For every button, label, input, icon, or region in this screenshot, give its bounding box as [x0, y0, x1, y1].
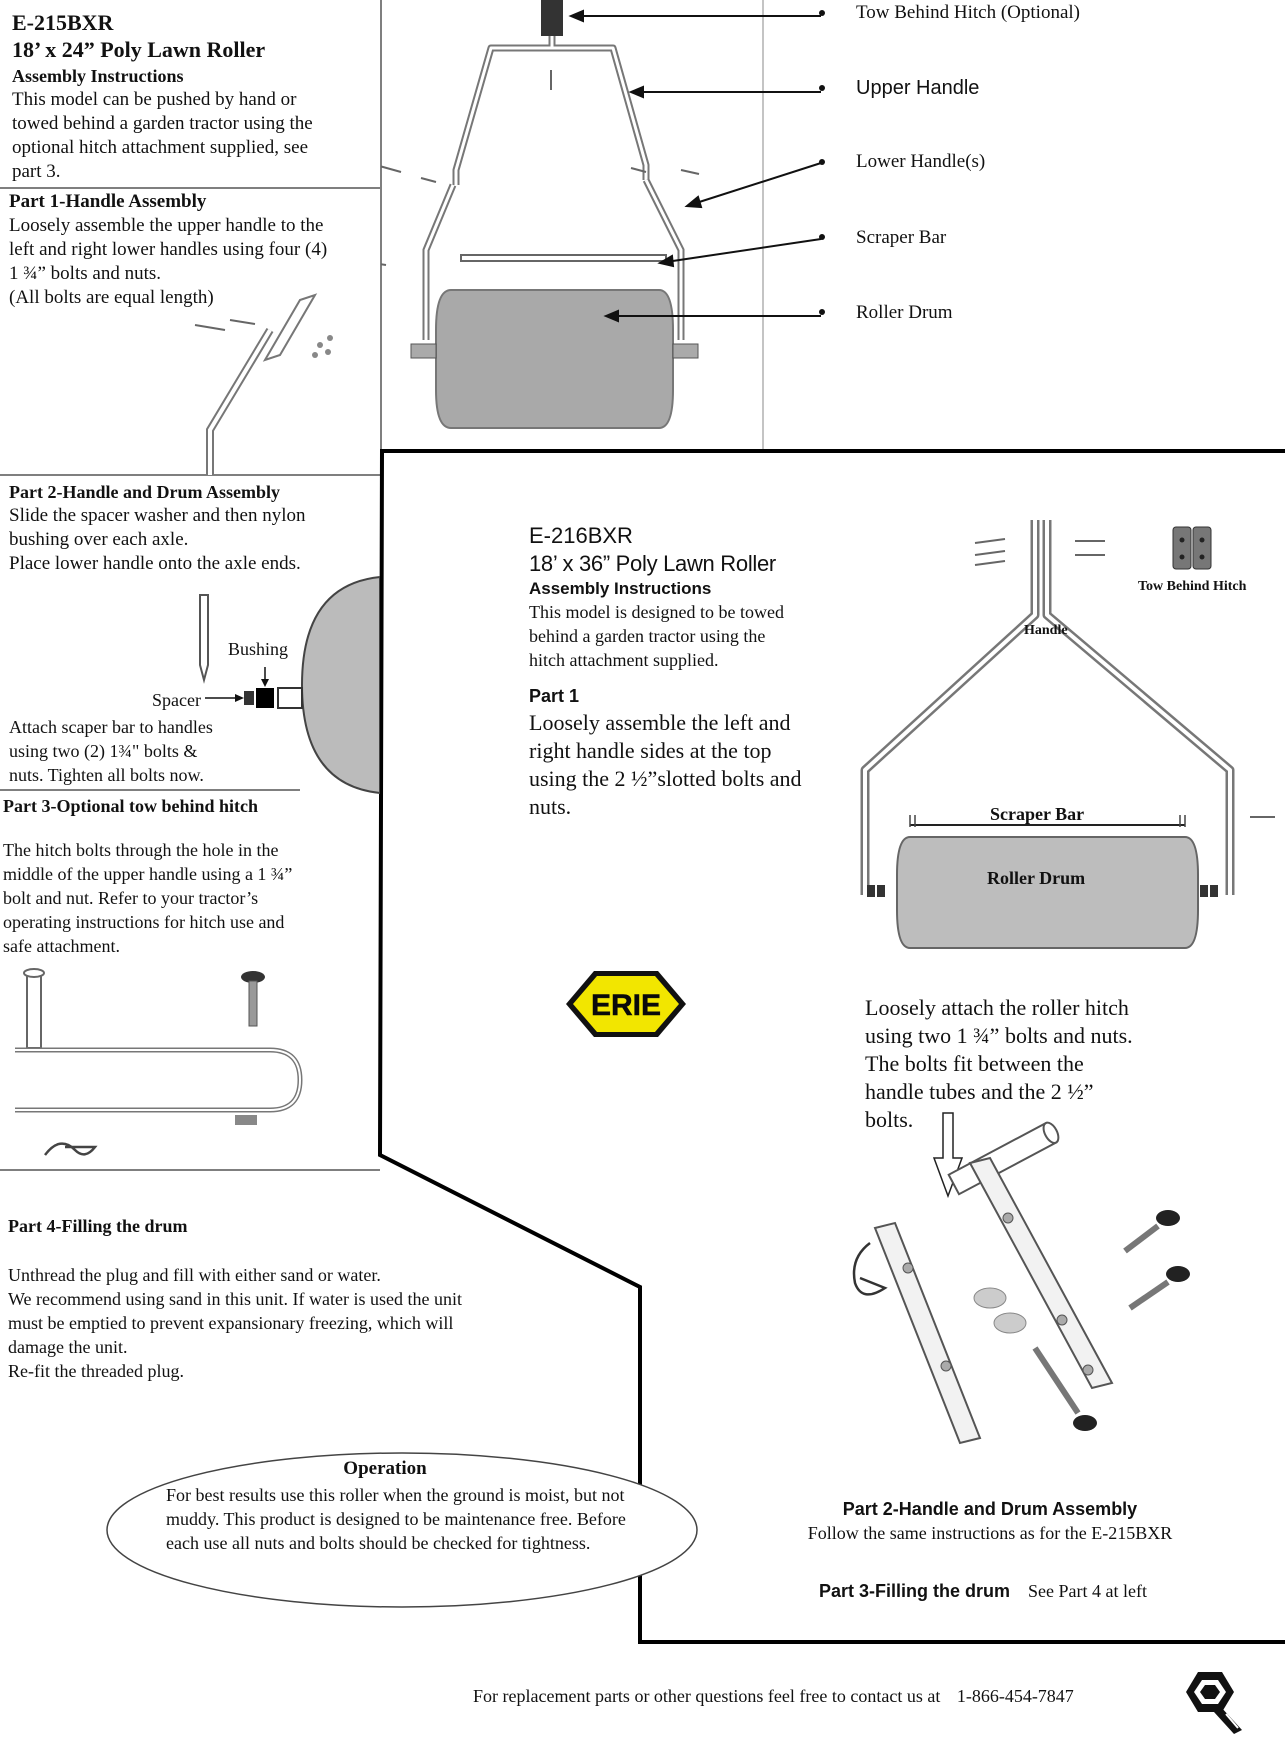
wrench-nut-icon [1186, 1672, 1242, 1734]
e215-title: 18’ x 24” Poly Lawn Roller [12, 37, 266, 62]
part3-line: middle of the upper handle using a 1 ¾” [3, 864, 293, 884]
operation-line: For best results use this roller when th… [166, 1485, 625, 1505]
e215-roller-diagram [381, 0, 825, 429]
part3-line: The hitch bolts through the hole in the [3, 840, 279, 860]
e216-hitch-illustration [852, 1112, 1190, 1445]
label-lower-handles: Lower Handle(s) [856, 151, 986, 172]
label-roller-drum: Roller Drum [856, 302, 953, 323]
e216-hitch-line: handle tubes and the 2 ½” [865, 1079, 1094, 1104]
part3-hitch-illustration [15, 968, 303, 1156]
e216-header: E-216BXR 18’ x 36” Poly Lawn Roller Asse… [529, 522, 859, 672]
scraper-note-line: nuts. Tighten all bolts now. [9, 765, 204, 785]
e216-hitch-line: The bolts fit between the [865, 1051, 1084, 1076]
e216-intro-line: behind a garden tractor using the [529, 626, 766, 646]
e216-hitch-line: using two 1 ¾” bolts and nuts. [865, 1023, 1133, 1048]
part4-line: must be emptied to prevent expansionary … [8, 1313, 454, 1333]
e216-label-roller-drum: Roller Drum [987, 868, 1086, 888]
part1-heading: Part 1-Handle Assembly [9, 191, 207, 212]
part2-line: bushing over each axle. [9, 529, 189, 550]
e216-part1-heading: Part 1 [529, 686, 580, 706]
e215-subtitle: Assembly Instructions [12, 66, 184, 86]
part3-line: safe attachment. [3, 936, 120, 956]
scraper-note-line: using two (2) 1¾" bolts & [9, 741, 198, 761]
e216-hitch-line: Loosely attach the roller hitch [865, 995, 1129, 1020]
e216-part2-heading: Part 2-Handle and Drum Assembly [842, 1499, 1138, 1519]
e216-intro-line: This model is designed to be towed [529, 602, 784, 622]
scraper-bar-note: Attach scaper bar to handles using two (… [9, 715, 269, 787]
part2-line: Slide the spacer washer and then nylon [9, 505, 306, 526]
e216-part3: Part 3-Filling the drum See Part 4 at le… [819, 1579, 1147, 1603]
e216-part1-line: nuts. [529, 794, 572, 819]
operation-heading: Operation [343, 1458, 427, 1479]
part3-text: The hitch bolts through the hole in the … [3, 838, 373, 958]
part1-section: Part 1-Handle Assembly Loosely assemble … [9, 190, 379, 310]
part4-heading: Part 4-Filling the drum [8, 1216, 188, 1236]
part2-section: Part 2-Handle and Drum Assembly Slide th… [9, 480, 379, 576]
part1-line: 1 ¾” bolts and nuts. [9, 263, 161, 284]
e215-intro-line: towed behind a garden tractor using the [12, 113, 313, 134]
part3-line: operating instructions for hitch use and [3, 912, 285, 932]
e215-intro-line: optional hitch attachment supplied, see [12, 137, 309, 158]
part1-line: Loosely assemble the upper handle to the [9, 215, 324, 236]
hitch-block [541, 0, 563, 36]
logo-text: ERIE [591, 989, 661, 1022]
e216-hitch-text: Loosely attach the roller hitch using tw… [865, 994, 1195, 1134]
e216-model: E-216BXR [529, 523, 633, 548]
part2-line: Place lower handle onto the axle ends. [9, 553, 301, 574]
e215-intro-line: This model can be pushed by hand or [12, 89, 297, 110]
scraper-note-line: Attach scaper bar to handles [9, 717, 213, 737]
erie-logo: ERIE [566, 971, 686, 1037]
part1-line: (All bolts are equal length) [9, 287, 214, 308]
part4-line: Unthread the plug and fill with either s… [8, 1265, 381, 1285]
e216-part1-line: right handle sides at the top [529, 738, 772, 763]
part3-heading: Part 3-Optional tow behind hitch [3, 796, 259, 816]
operation-line: muddy. This product is designed to be ma… [166, 1509, 626, 1529]
label-hitch: Tow Behind Hitch (Optional) [856, 2, 1080, 23]
part1-line: left and right lower handles using four … [9, 239, 328, 260]
part4-line: Re-fit the threaded plug. [8, 1361, 184, 1381]
label-scraper-bar: Scraper Bar [856, 227, 947, 248]
e215-model: E-215BXR [12, 10, 114, 35]
e216-roller-diagram [860, 520, 1275, 949]
e216-part1-line: Loosely assemble the left and [529, 710, 791, 735]
part2-illustration [199, 575, 380, 795]
bushing-label: Bushing [228, 639, 289, 659]
label-upper-handle: Upper Handle [856, 77, 980, 99]
e215-intro-line: part 3. [12, 161, 61, 182]
e216-part3-heading: Part 3-Filling the drum [819, 1581, 1011, 1601]
e216-part2-text: Follow the same instructions as for the … [807, 1523, 1173, 1543]
part3-line: bolt and nut. Refer to your tractor’s [3, 888, 259, 908]
operation-line: each use all nuts and bolts should be ch… [166, 1533, 591, 1553]
e216-part1-text: Loosely assemble the left and right hand… [529, 709, 859, 821]
e216-subtitle: Assembly Instructions [529, 579, 712, 598]
e216-label-hitch: Tow Behind Hitch [1138, 579, 1247, 594]
spacer-label: Spacer [152, 690, 201, 710]
e216-hitch-line: bolts. [865, 1107, 914, 1132]
operation-text: For best results use this roller when th… [166, 1483, 706, 1555]
part4-line: damage the unit. [8, 1337, 128, 1357]
e216-title: 18’ x 36” Poly Lawn Roller [529, 551, 776, 576]
e216-intro-line: hitch attachment supplied. [529, 650, 719, 670]
e216-label-scraper-bar: Scraper Bar [990, 804, 1085, 824]
e216-label-handle: Handle [1024, 623, 1068, 638]
footer-phone[interactable]: 1-866-454-7847 [956, 1686, 1074, 1706]
e216-part1-line: using the 2 ½”slotted bolts and [529, 766, 802, 791]
part4-line: We recommend using sand in this unit. If… [8, 1289, 462, 1309]
operation-ellipse [106, 1452, 698, 1608]
footer-contact: For replacement parts or other questions… [473, 1684, 1074, 1708]
part2-heading: Part 2-Handle and Drum Assembly [9, 482, 281, 502]
footer-text: For replacement parts or other questions… [473, 1686, 941, 1706]
e216-part3-text: See Part 4 at left [1028, 1581, 1147, 1601]
part4-text: Unthread the plug and fill with either s… [8, 1263, 568, 1383]
part1-illustration [194, 293, 333, 475]
e215-header: E-215BXR 18’ x 24” Poly Lawn Roller Asse… [12, 10, 372, 184]
